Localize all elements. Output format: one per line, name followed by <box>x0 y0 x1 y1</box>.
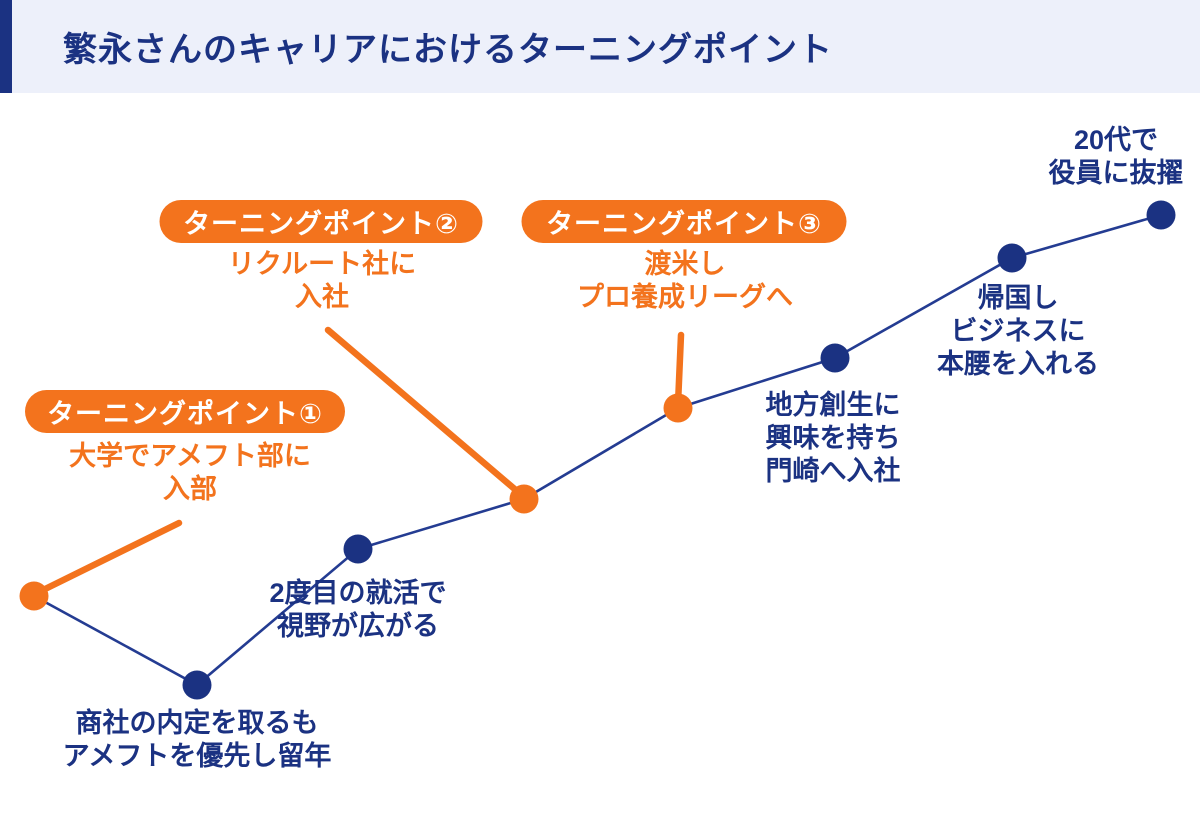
caption-line: 帰国し <box>977 283 1059 313</box>
caption-line: 入社 <box>294 282 349 312</box>
timeline-dot-second-job-hunt <box>343 534 373 564</box>
caption-trading-company-offer: 商社の内定を取るもアメフトを優先し留年 <box>63 707 332 773</box>
badge-turning-point-2: ターニングポイント② <box>159 200 483 243</box>
caption-line: 役員に抜擢 <box>1048 158 1184 188</box>
timeline-dot-trading-company-offer <box>182 670 212 700</box>
leader-line-turning-point-3 <box>674 331 685 408</box>
caption-line: 商社の内定を取るも <box>75 708 319 738</box>
timeline-dot-turning-point-1 <box>19 581 49 611</box>
timeline-dot-turning-point-2 <box>509 484 539 514</box>
caption-regional-revitalization: 地方創生に興味を持ち門崎へ入社 <box>766 389 901 488</box>
caption-executive-in-20s: 20代で役員に抜擢 <box>1049 124 1184 190</box>
caption-line: 2度目の就活で <box>269 578 447 608</box>
timeline-dot-return-to-business <box>997 243 1027 273</box>
caption-line: 入部 <box>163 474 217 504</box>
caption-line: リクルート社に <box>227 249 417 279</box>
caption-turning-point-3: 渡米しプロ養成リーグへ <box>577 248 793 314</box>
caption-line: 地方創生に <box>765 390 901 420</box>
leader-line-turning-point-1 <box>33 519 183 597</box>
timeline-dot-regional-revitalization <box>820 343 850 373</box>
timeline-dot-executive-in-20s <box>1146 200 1176 230</box>
timeline-dot-turning-point-3 <box>663 393 693 423</box>
leader-line-turning-point-2 <box>324 326 528 501</box>
caption-line: アメフトを優先し留年 <box>62 741 332 771</box>
career-trajectory-line <box>33 213 1162 687</box>
caption-turning-point-1: 大学でアメフト部に入部 <box>69 440 311 506</box>
header-band: 繁永さんのキャリアにおけるターニングポイント <box>0 0 1200 93</box>
caption-line: 興味を持ち <box>765 423 901 453</box>
badge-turning-point-1: ターニングポイント① <box>25 390 345 433</box>
caption-line: 大学でアメフト部に <box>69 441 311 471</box>
page-title: 繁永さんのキャリアにおけるターニングポイント <box>63 31 833 69</box>
caption-line: 渡米し <box>644 249 726 279</box>
caption-return-to-business: 帰国しビジネスに本腰を入れる <box>937 282 1099 381</box>
badge-turning-point-3: ターニングポイント③ <box>521 200 847 243</box>
caption-line: 門崎へ入社 <box>765 456 901 486</box>
caption-line: ビジネスに <box>950 316 1086 346</box>
caption-turning-point-2: リクルート社に入社 <box>228 248 416 314</box>
caption-line: 本腰を入れる <box>937 349 1099 379</box>
caption-second-job-hunt: 2度目の就活で視野が広がる <box>269 577 446 643</box>
header-accent-bar <box>0 0 12 93</box>
caption-line: 視野が広がる <box>277 611 439 641</box>
caption-line: 20代で <box>1073 125 1159 155</box>
caption-line: プロ養成リーグへ <box>577 282 793 312</box>
